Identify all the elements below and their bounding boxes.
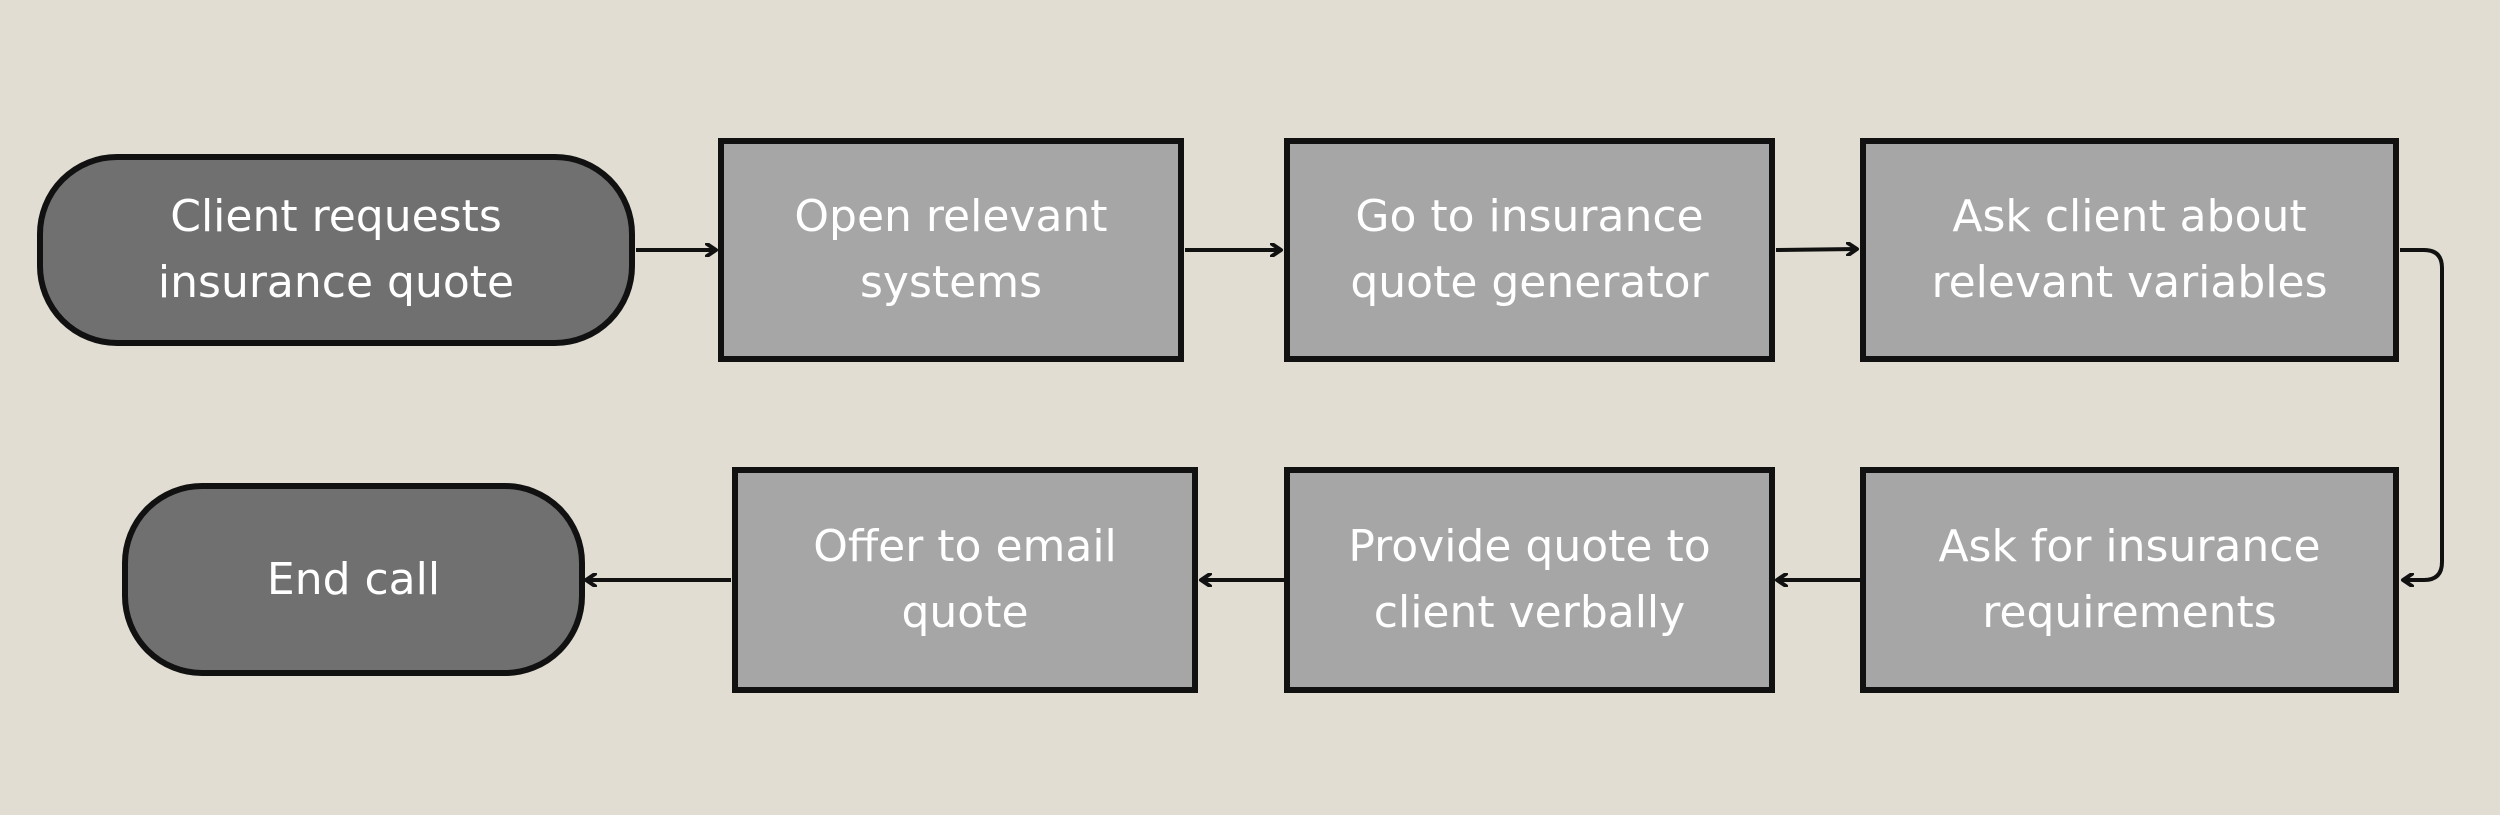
open-systems-step: Open relevant systems xyxy=(718,138,1184,362)
start-terminal-label: Client requests insurance quote xyxy=(157,191,515,308)
start-terminal-node: Client requests insurance quote xyxy=(37,154,635,346)
edge-ask-variables-to-ask-requirements xyxy=(2400,248,2444,580)
provide-quote-label: Provide quote to client verbally xyxy=(1348,521,1711,638)
open-systems-label: Open relevant systems xyxy=(794,191,1108,308)
ask-variables-step: Ask client about relevant variables xyxy=(1860,138,2399,362)
end-terminal-label: End call xyxy=(266,553,441,605)
ask-requirements-label: Ask for insurance requirements xyxy=(1938,521,2321,638)
offer-email-step: Offer to email quote xyxy=(732,467,1198,693)
quote-generator-label: Go to insurance quote generator xyxy=(1350,191,1709,308)
quote-generator-step: Go to insurance quote generator xyxy=(1284,138,1775,362)
offer-email-label: Offer to email quote xyxy=(813,521,1117,638)
edge-quote-generator-to-ask-variables xyxy=(1775,249,1857,250)
ask-requirements-step: Ask for insurance requirements xyxy=(1860,467,2399,693)
end-terminal-node: End call xyxy=(122,483,585,676)
ask-variables-label: Ask client about relevant variables xyxy=(1931,191,2328,308)
provide-quote-step: Provide quote to client verbally xyxy=(1284,467,1775,693)
